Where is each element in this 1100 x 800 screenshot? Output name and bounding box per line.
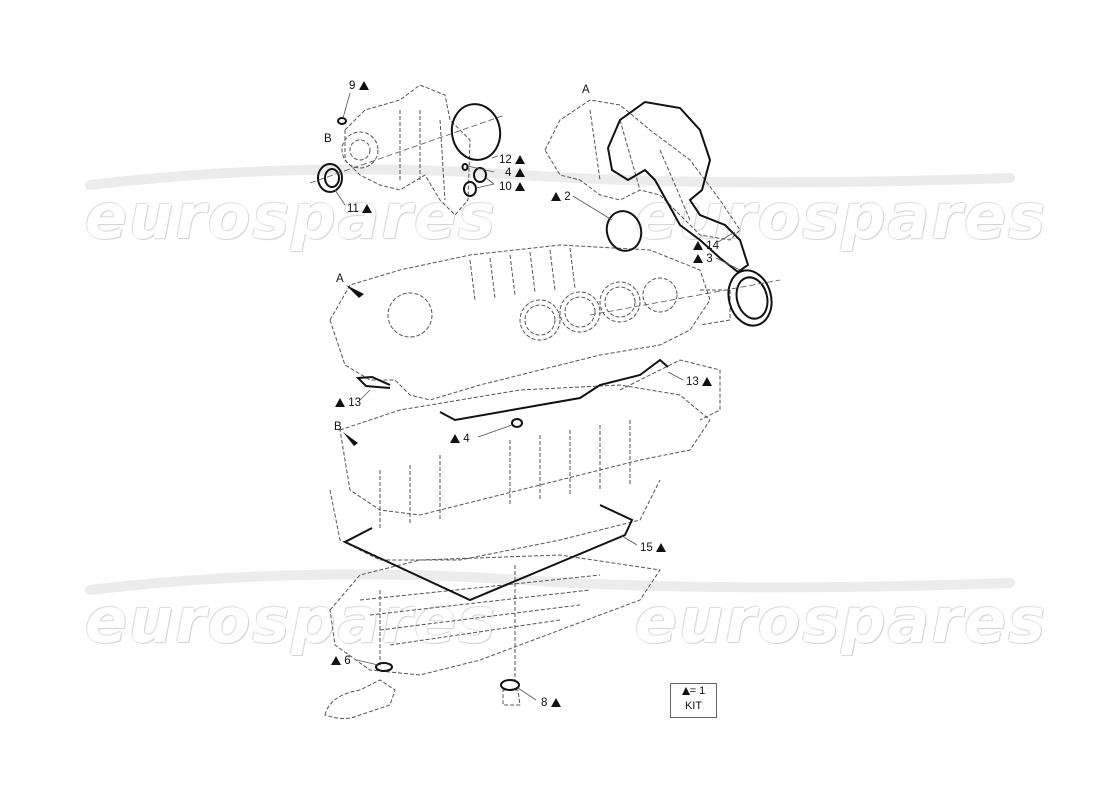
callout-number: 10 — [499, 181, 512, 193]
part-b-crankcase-label: B — [334, 421, 342, 433]
kit-legend-label: KIT — [684, 700, 703, 712]
seal-3-icon — [727, 269, 773, 327]
kit-triangle-icon — [681, 687, 690, 695]
ring-10a-icon — [473, 167, 487, 183]
callout-8: 8 — [541, 697, 561, 709]
callout-4-crankcase: 4 — [450, 433, 470, 445]
callout-number: 6 — [344, 655, 351, 667]
gasket-13b-icon — [355, 375, 391, 389]
callout-15: 15 — [640, 542, 666, 554]
callout-number: 13 — [348, 397, 361, 409]
kit-legend-symbol-row: = 1 — [671, 684, 716, 699]
ring-4-icon — [461, 163, 469, 171]
callout-number: 13 — [686, 376, 699, 388]
oil-sump-icon — [329, 554, 661, 680]
kit-triangle-icon — [515, 182, 525, 191]
ring-2-icon — [605, 210, 643, 252]
arrow-a-block-icon — [346, 285, 364, 298]
kit-triangle-icon — [362, 204, 373, 213]
watermark-top-left: eurospares — [85, 180, 498, 253]
kit-triangle-icon — [335, 398, 345, 407]
watermark-bottom-left: eurospares — [85, 584, 498, 657]
callout-number: 3 — [706, 253, 713, 265]
part-b-upper-label: B — [324, 133, 332, 145]
callout-12: 12 — [499, 154, 525, 166]
kit-triangle-icon — [358, 81, 369, 90]
callout-11: 11 — [347, 203, 373, 215]
kit-triangle-icon — [693, 254, 703, 263]
kit-legend: = 1 KIT — [670, 683, 717, 718]
callout-number: 12 — [499, 154, 512, 166]
gasket-14-icon — [606, 100, 750, 274]
callout-number: 14 — [706, 240, 719, 252]
part-a-block-label: A — [336, 273, 344, 285]
callout-number: 9 — [349, 80, 356, 92]
callout-number: 4 — [463, 433, 470, 445]
callout-2: 2 — [551, 191, 571, 203]
kit-legend-equals: = 1 — [689, 685, 706, 697]
engine-block-icon — [329, 244, 731, 401]
kit-triangle-icon — [656, 543, 666, 552]
oil-pump-housing-icon — [341, 84, 471, 216]
callout-number: 11 — [347, 203, 359, 215]
gasket-15-icon — [342, 504, 634, 602]
callout-number: 8 — [541, 697, 548, 709]
callout-9: 9 — [349, 80, 369, 92]
part-a-upper-label: A — [582, 84, 590, 96]
oil-pickup-icon — [324, 679, 396, 719]
callout-number: 15 — [640, 542, 653, 554]
callout-13-right: 13 — [686, 376, 712, 388]
kit-triangle-icon — [702, 377, 712, 386]
gasket-13a-icon — [439, 358, 669, 422]
drain-fitting-icon — [502, 689, 521, 706]
callout-13-left: 13 — [335, 397, 361, 409]
callout-number: 2 — [564, 191, 571, 203]
ring-9-icon — [337, 117, 347, 125]
watermark-bottom-right: eurospares — [635, 584, 1048, 657]
timing-cover-icon — [544, 99, 741, 241]
kit-triangle-icon — [515, 155, 525, 164]
crankcase-icon — [329, 359, 721, 561]
seal-6-icon — [375, 662, 393, 672]
kit-triangle-icon — [550, 698, 561, 707]
kit-triangle-icon — [514, 168, 525, 177]
seal-11-icon — [317, 163, 343, 193]
callout-10: 10 — [499, 181, 525, 193]
callout-14: 14 — [693, 240, 719, 252]
callout-number: 4 — [505, 167, 512, 179]
kit-triangle-icon — [331, 656, 341, 665]
ring-10b-icon — [463, 181, 477, 197]
callout-4-top: 4 — [505, 167, 525, 179]
callout-6: 6 — [331, 655, 351, 667]
kit-triangle-icon — [450, 434, 460, 443]
kit-triangle-icon — [693, 241, 703, 250]
seal-8-icon — [500, 679, 520, 691]
gasket-12-icon — [450, 103, 502, 161]
ring-4b-icon — [511, 418, 523, 428]
arrow-b-crankcase-icon — [343, 432, 358, 446]
callout-3: 3 — [693, 253, 713, 265]
kit-triangle-icon — [551, 192, 561, 201]
